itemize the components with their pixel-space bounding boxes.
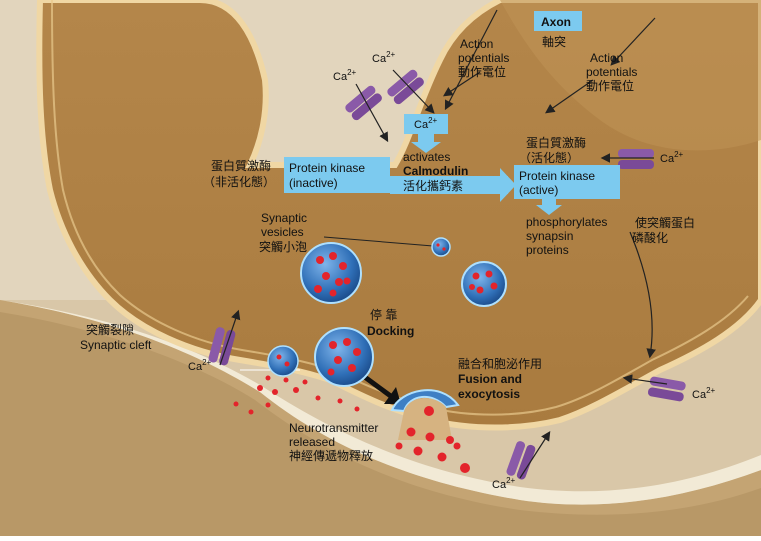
fusion-label-zh: 融合和胞泌作用	[458, 356, 542, 371]
pk-inactive-en-2: (inactive)	[289, 176, 338, 190]
pk-inactive-zh-2: （非活化態）	[203, 174, 275, 189]
vesicles-label-2: vesicles	[261, 225, 304, 239]
pk-inactive-zh: 蛋白質激酶	[211, 158, 271, 173]
ap-right-label-zh: 動作電位	[586, 78, 634, 93]
phos-zh-label-2: 磷酸化	[632, 230, 668, 245]
activates-label: activates	[403, 150, 450, 164]
calmodulin-label: Calmodulin	[403, 164, 468, 178]
nt-label-zh: 神經傳遞物釋放	[289, 448, 373, 463]
vesicle	[462, 262, 506, 306]
cleft-label-zh: 突觸裂隙	[86, 322, 134, 337]
fusion-label: Fusion and	[458, 372, 522, 386]
phos-zh-label: 使突觸蛋白	[635, 215, 695, 230]
vesicle	[432, 238, 450, 256]
vesicles-label: Synaptic	[261, 211, 307, 225]
pk-active-zh-2: （活化態）	[519, 150, 579, 165]
nt-label: Neurotransmitter	[289, 421, 378, 435]
fusion-label-2: exocytosis	[458, 387, 520, 401]
phosphorylates-label: phosphorylates	[526, 215, 607, 229]
pk-active-en: Protein kinase	[519, 169, 595, 183]
vesicle	[315, 328, 373, 386]
pk-active-en-2: (active)	[519, 183, 558, 197]
calmodulin-label-zh: 活化攜鈣素	[403, 179, 463, 193]
pk-inactive-en: Protein kinase	[289, 161, 365, 175]
vesicle	[268, 346, 298, 376]
ap-left-label-2: potentials	[458, 51, 509, 65]
vesicle	[301, 243, 361, 303]
ap-right-label-2: potentials	[586, 65, 637, 79]
ap-left-label-zh: 動作電位	[458, 64, 506, 79]
ap-left-label: Action	[460, 37, 493, 51]
cleft-label: Synaptic cleft	[80, 338, 152, 352]
docking-label: Docking	[367, 324, 414, 338]
nt-label-2: released	[289, 435, 335, 449]
axon-label-zh: 軸突	[542, 34, 566, 49]
axon-label: Axon	[541, 15, 571, 29]
pk-active-zh: 蛋白質激酶	[526, 135, 586, 150]
vesicles-label-zh: 突觸小泡	[259, 239, 307, 254]
ap-right-label: Action	[590, 51, 623, 65]
docking-label-zh: 停 靠	[370, 307, 397, 322]
synapsin-label: synapsin	[526, 229, 573, 243]
proteins-label: proteins	[526, 243, 569, 257]
fusion-nt	[424, 406, 434, 416]
